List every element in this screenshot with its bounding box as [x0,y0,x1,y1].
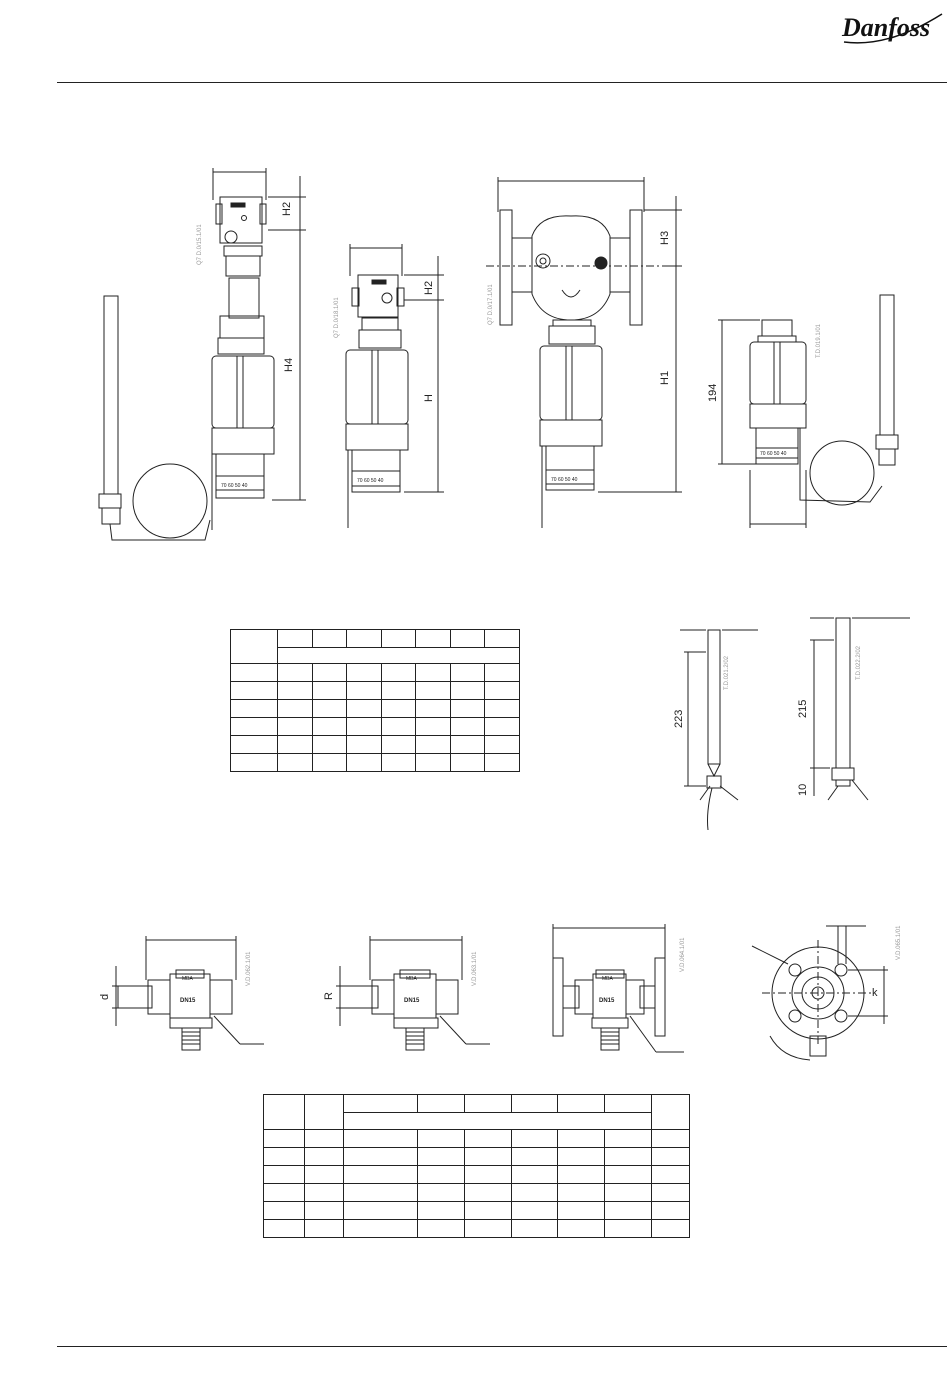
table-row [230,699,520,718]
figure-4-thermostat-sensor: 70 60 50 40 194 T.D.019.1/01 [707,294,899,528]
dim-d: d [99,994,111,1000]
dim-h4: H4 [283,358,295,372]
valve-brand: MBA [182,976,194,982]
figure-1-thermostat-extended: 70 60 50 40 H2 H4 Q7 D.0/15.1/01 [98,168,306,541]
dim-h3: H3 [659,231,671,245]
flange-drawing: k V.D.065.1/01 [751,925,902,1061]
table-row [230,663,520,682]
valve-brand: MBA [602,976,614,982]
table-row [230,681,520,700]
dim-194: 194 [707,384,719,402]
code-valve1: V.D.062.1/01 [246,951,252,986]
table-2 [263,1094,690,1238]
dim-h2-a: H2 [281,202,293,216]
table-row [263,1201,690,1220]
code-valve2: V.D.063.1/01 [472,951,478,986]
logo-text: Danfoss [841,13,930,42]
dim-h2-b: H2 [423,281,435,295]
dim-215: 215 [797,700,809,718]
table-row [263,1094,690,1130]
table-row [263,1183,690,1202]
dim-k: k [872,987,878,999]
dim-h1: H1 [659,371,671,385]
footer-rule [57,1346,947,1347]
sensor-1-drawing: 223 T.D.021.2/02 [673,629,758,831]
code-fig3: Q7 D.0/17.1/01 [488,284,494,325]
dim-223: 223 [673,710,685,728]
code-sensor2: T.D.022.2/02 [856,645,862,680]
valve-badge: DN15 [404,998,420,1004]
scale-label: 70 60 50 40 [551,477,578,483]
figure-3-thermostat-flanged: 70 60 50 40 H3 H1 Q7 D.0/17.1/01 [486,177,682,528]
valve-2-drawing: DN15 MBA R V.D.063.1/01 [323,936,490,1051]
danfoss-logo: Danfoss [841,13,943,44]
valve-3-drawing: DN15 MBA V.D.064.1/01 [552,924,686,1053]
table-row [230,717,520,736]
code-fig4: T.D.019.1/01 [816,323,822,358]
code-fig1: Q7 D.0/15.1/01 [197,224,203,265]
table-row [263,1165,690,1184]
table-row [263,1147,690,1166]
code-fig2: Q7 D.0/18.1/01 [334,297,340,338]
valve-1-drawing: DN15 MBA d V.D.062.1/01 [99,936,264,1051]
dim-r: R [323,992,335,1000]
sensor-2-drawing: 215 10 T.D.022.2/02 [797,617,910,801]
dim-10: 10 [797,784,809,796]
table-row [263,1219,690,1238]
scale-label: 70 60 50 40 [760,451,787,457]
figure-2-thermostat-compact: 70 60 50 40 H2 H Q7 D.0/18.1/01 [334,244,444,528]
code-valve3: V.D.064.1/01 [680,937,686,972]
table-row [263,1129,690,1148]
table-row [230,735,520,754]
valve-brand: MBA [406,976,418,982]
scale-label: 70 60 50 40 [221,483,248,489]
valve-badge: DN15 [599,998,615,1004]
table-1 [230,629,520,772]
table-row [230,753,520,772]
header-rule [57,82,947,83]
dim-h: H [423,394,435,402]
scale-label: 70 60 50 40 [357,478,384,484]
valve-badge: DN15 [180,998,196,1004]
table-row [230,629,520,664]
code-sensor1: T.D.021.2/02 [724,655,730,690]
code-flange: V.D.065.1/01 [896,925,902,960]
